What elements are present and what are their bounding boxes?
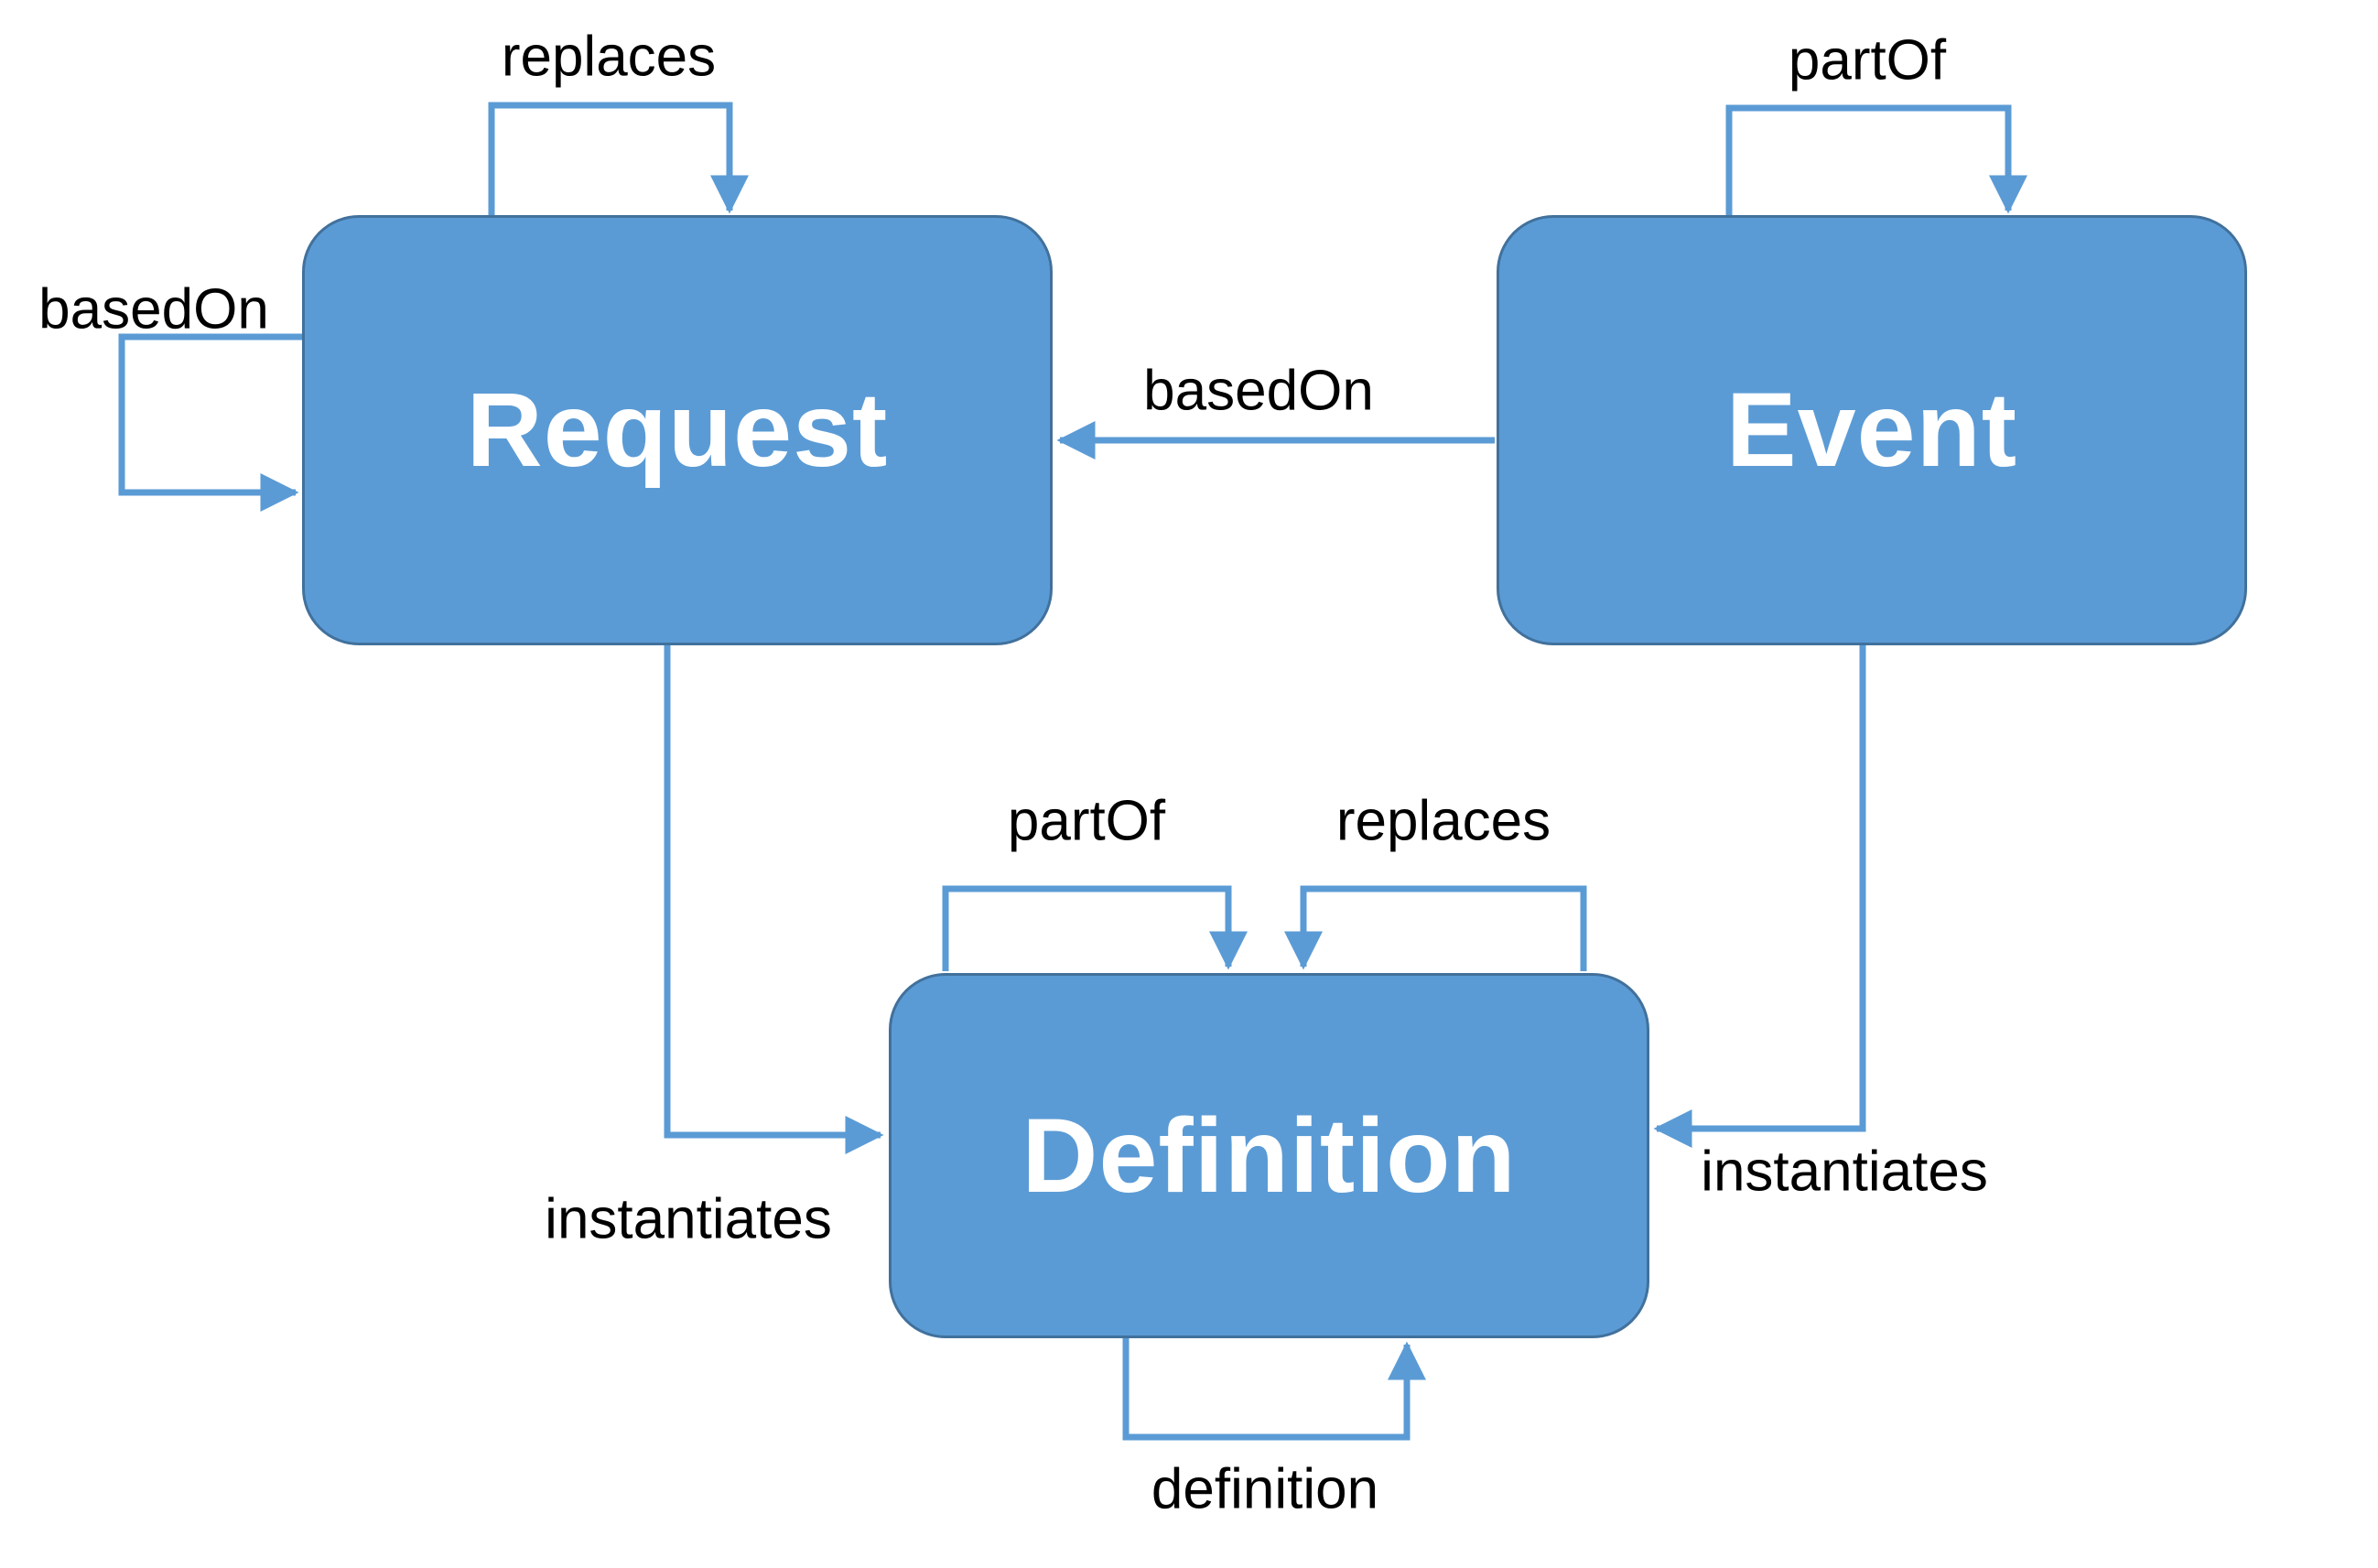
edge-event-partof-self-loop (1725, 104, 2027, 217)
edge-request-basedon-self-loop (118, 333, 305, 512)
edge-definition-definition-self-loop (1122, 1336, 1426, 1441)
edge-label-event-basedon-request: basedOn (1143, 359, 1374, 423)
edge-label-event-partof: partOf (1788, 28, 1947, 92)
edge-label-request-basedon: basedOn (38, 277, 269, 341)
node-event: Event (1497, 215, 2247, 645)
edge-definition-replaces-self-loop (1284, 885, 1587, 971)
edge-request-replaces-self-loop (488, 102, 749, 217)
edge-definition-partof-self-loop (942, 885, 1248, 971)
edge-label-event-instantiates: instantiates (1701, 1140, 1988, 1204)
edge-label-request-instantiates: instantiates (545, 1187, 832, 1251)
edge-label-definition-replaces: replaces (1335, 789, 1551, 853)
node-request: Request (302, 215, 1053, 645)
edge-label-request-replaces: replaces (501, 25, 717, 89)
edge-label-definition-definition: definition (1151, 1457, 1379, 1521)
edge-request-instantiates-definition-arrow (664, 643, 884, 1154)
node-definition: Definition (889, 973, 1649, 1338)
edge-label-definition-partof: partOf (1007, 789, 1166, 853)
edge-event-instantiates-definition-arrow (1653, 643, 1866, 1148)
